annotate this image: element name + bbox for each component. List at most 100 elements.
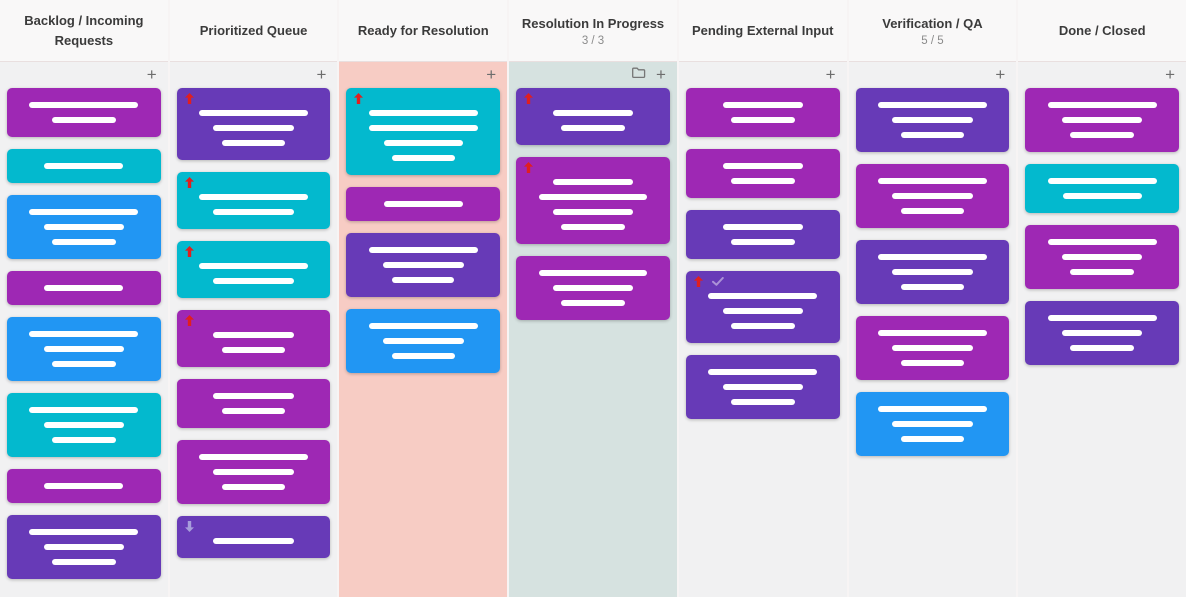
card[interactable] [516,88,670,145]
redacted-text-line [1070,132,1134,138]
add-card-button[interactable]: + [1165,66,1175,83]
column-card-count: 5 / 5 [921,34,944,47]
redacted-text-line [29,407,139,413]
cards-list [685,88,840,419]
column-2: Prioritized Queue + [169,0,340,597]
card[interactable] [7,317,161,381]
column-header: Pending External Input [678,0,847,62]
redacted-text-line [552,285,634,291]
column-title: Prioritized Queue [199,22,308,38]
redacted-text-line [368,125,478,131]
redacted-text-line [52,361,116,367]
card[interactable] [1025,301,1180,365]
priority-high-arrow-up-icon [184,177,194,188]
card[interactable] [7,149,161,183]
card[interactable] [346,88,501,175]
card[interactable] [346,233,501,297]
column-body: + [0,62,168,597]
card[interactable] [346,309,501,373]
card[interactable] [1025,88,1180,152]
cards-list [7,88,161,579]
cards-list [176,88,331,558]
card[interactable] [7,271,161,305]
redacted-text-line [552,179,634,185]
add-card-button[interactable]: + [995,66,1005,83]
redacted-text-line [213,538,294,544]
redacted-text-line [892,193,973,199]
redacted-text-line [877,102,987,108]
redacted-text-line [29,209,139,215]
redacted-text-line [730,178,795,184]
column-header: Prioritized Queue [169,0,338,62]
redacted-text-line [1061,330,1143,336]
card[interactable] [685,271,840,343]
column-title: Verification / QA [882,16,983,32]
redacted-text-line [213,125,294,131]
card[interactable] [855,164,1010,228]
card[interactable] [1025,225,1180,289]
card[interactable] [7,393,161,457]
card[interactable] [176,379,331,428]
card[interactable] [7,88,161,137]
column-6: Verification / QA 5 / 5 + [848,0,1019,597]
redacted-text-line [213,209,294,215]
card-badges [524,162,534,173]
add-card-button[interactable]: + [146,65,157,84]
redacted-text-line [1047,315,1157,321]
card[interactable] [176,172,331,229]
card[interactable] [516,256,670,320]
card-badges [184,521,194,532]
card[interactable] [685,355,840,419]
column-7: Done / Closed+ [1018,0,1186,597]
redacted-text-line [722,384,803,390]
card-badges [524,93,534,104]
redacted-text-line [44,285,124,291]
card[interactable] [685,149,840,198]
plus-icon: + [146,65,157,84]
redacted-text-line [383,338,464,344]
redacted-text-line [199,454,309,460]
card[interactable] [7,515,161,579]
card[interactable] [176,440,331,504]
redacted-text-line [877,330,987,336]
priority-high-arrow-up-icon [354,93,364,104]
card[interactable] [176,310,331,367]
card[interactable] [855,88,1010,152]
card[interactable] [176,241,331,298]
card[interactable] [685,88,840,137]
redacted-text-line [221,140,286,146]
add-card-button[interactable]: + [656,66,666,83]
redacted-text-line [383,140,463,146]
column-title: Resolution In Progress [521,16,665,32]
card[interactable] [855,316,1010,380]
card[interactable] [1025,164,1180,213]
card[interactable] [346,187,501,221]
card[interactable] [7,195,161,259]
column-title: Pending External Input [691,22,834,38]
priority-high-arrow-up-icon [693,276,703,287]
card[interactable] [7,469,161,503]
redacted-text-line [552,110,634,116]
card[interactable] [685,210,840,259]
card[interactable] [516,157,670,244]
redacted-text-line [213,393,294,399]
add-card-button[interactable]: + [826,66,836,83]
card[interactable] [176,516,331,558]
card[interactable] [176,88,331,160]
redacted-text-line [730,117,795,123]
add-card-button[interactable]: + [317,66,327,83]
redacted-text-line [43,224,125,230]
redacted-text-line [391,353,456,359]
card-badges [693,276,724,287]
redacted-text-line [43,544,125,550]
add-card-button[interactable]: + [486,66,496,83]
redacted-text-line [1047,178,1157,184]
card[interactable] [855,240,1010,304]
collapse-group-button[interactable] [631,66,646,84]
redacted-text-line [43,422,125,428]
column-title: Ready for Resolution [357,22,489,38]
card-badges [184,246,194,257]
card[interactable] [855,392,1010,456]
